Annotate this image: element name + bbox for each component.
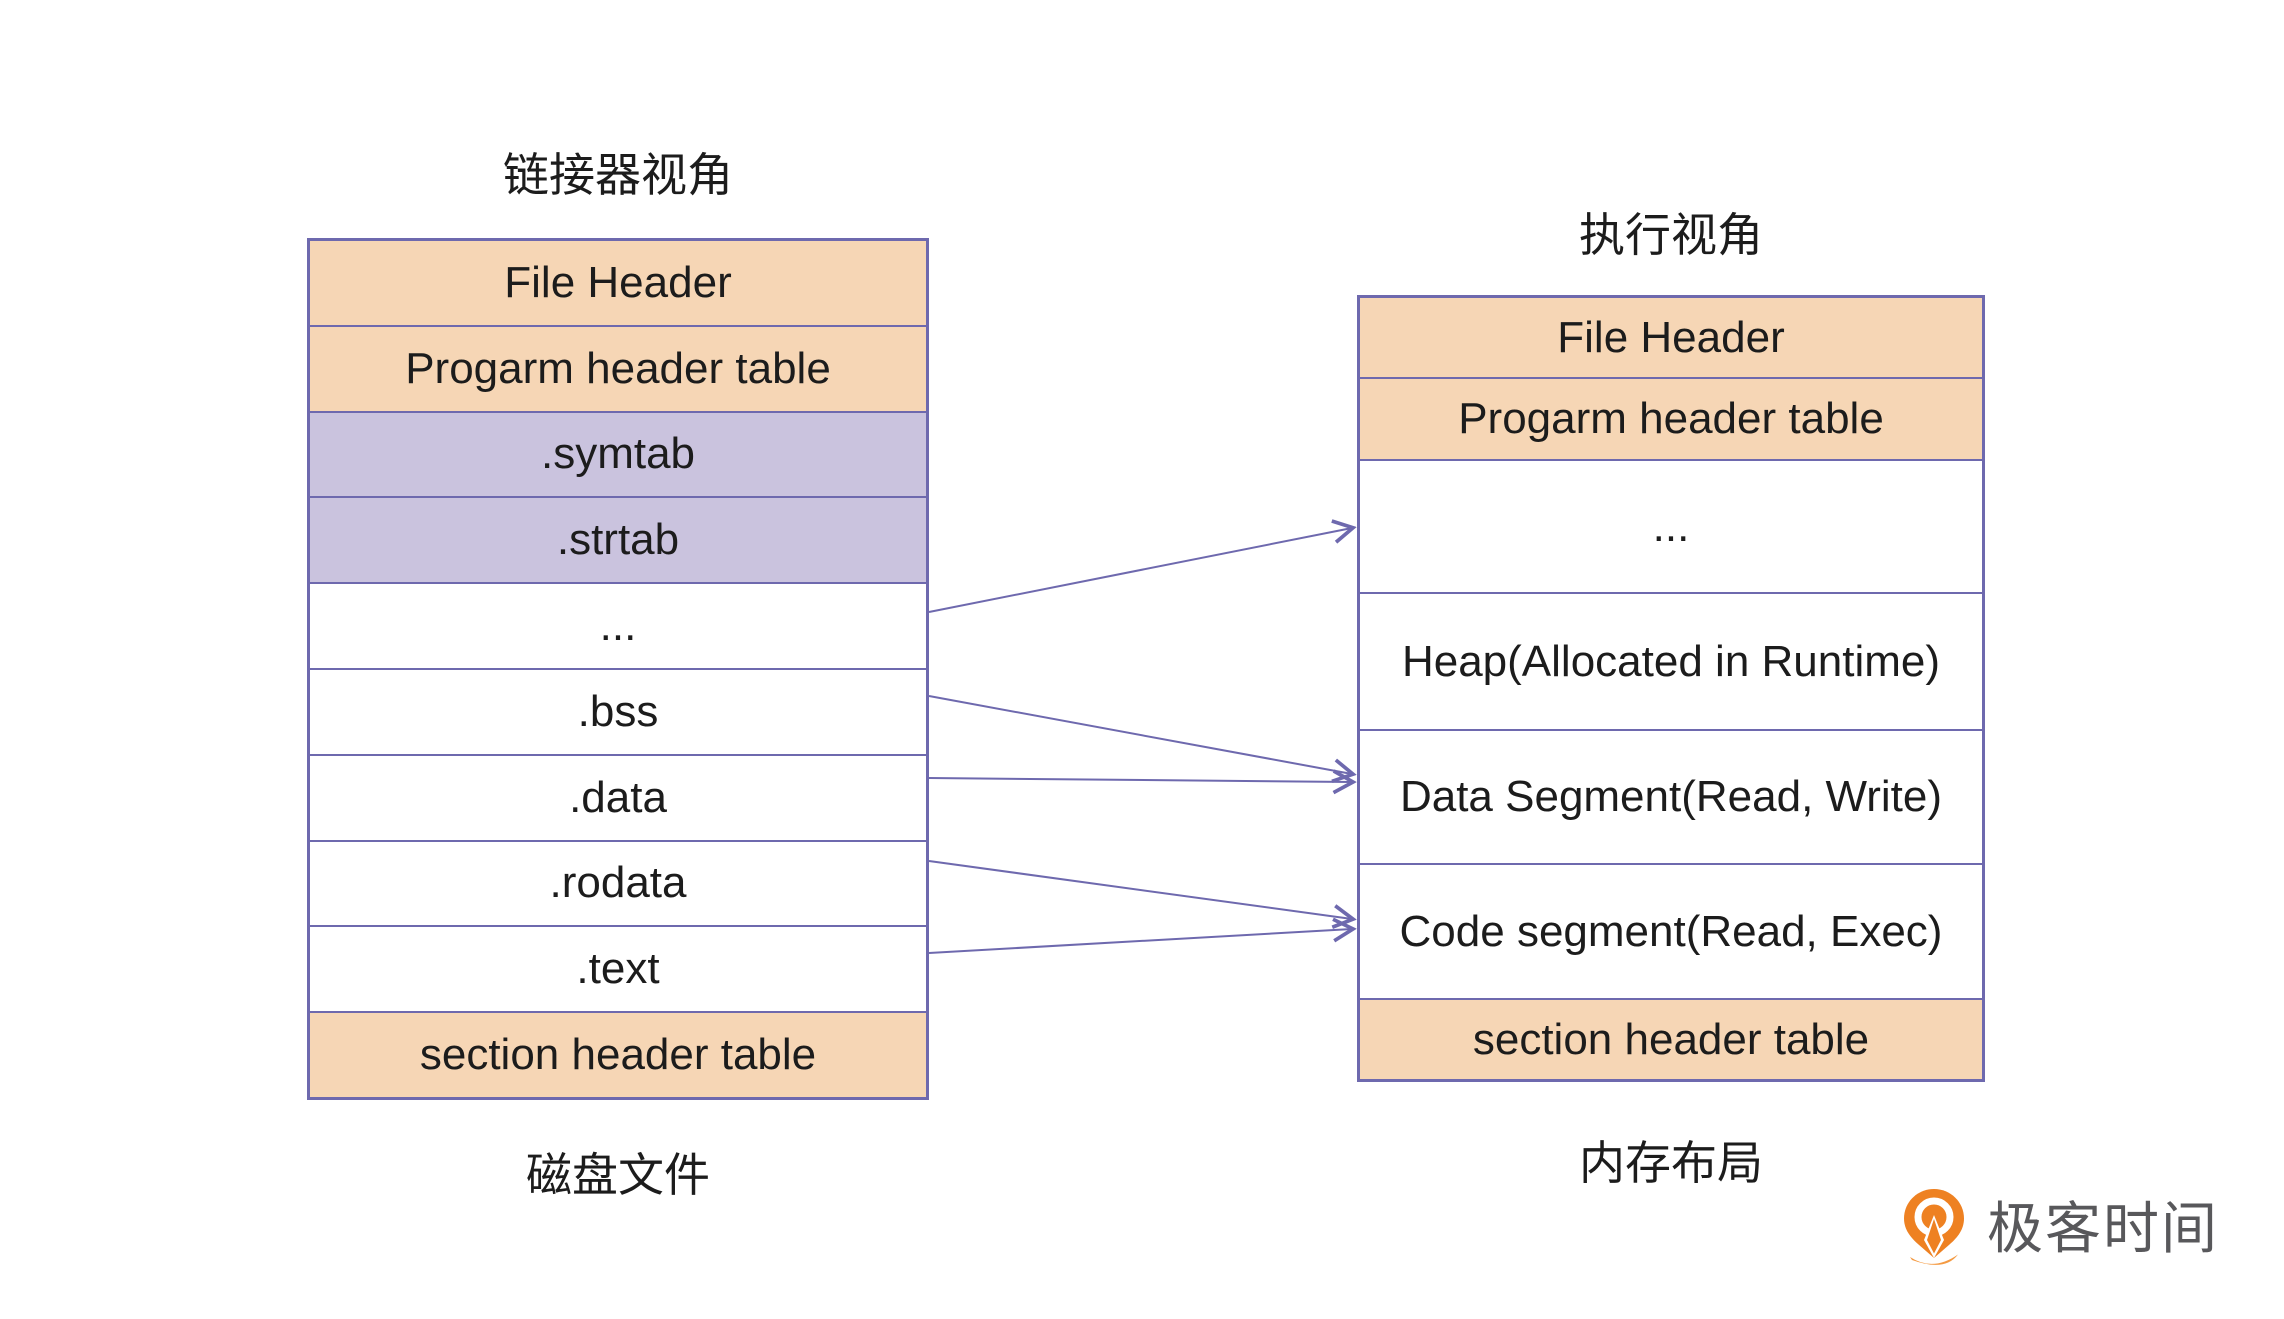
exec-row-file-header: File Header [1360, 298, 1982, 379]
linker-row-text-section: .text [310, 927, 926, 1014]
row-label: Heap(Allocated in Runtime) [1401, 636, 1941, 686]
row-label: section header table [1472, 1014, 1870, 1064]
row-label: ... [599, 601, 637, 651]
execution-view-caption: 内存布局 [1579, 1137, 1763, 1189]
linker-row-section-header-table: section header table [310, 1013, 926, 1097]
linker-view-caption: 磁盘文件 [526, 1149, 710, 1201]
linker-row-symtab: .symtab [310, 412, 926, 499]
geektime-logo-text: 极客时间 [1987, 1197, 2219, 1260]
row-label: Progarm header table [405, 343, 831, 393]
row-label: .data [569, 772, 667, 822]
row-label: File Header [1557, 312, 1785, 362]
arrow-rodata-to-code-segment [928, 860, 1352, 919]
exec-row-code-segment: Code segment(Read, Exec) [1360, 865, 1982, 1000]
row-label: .symtab [540, 429, 696, 479]
linker-row-strtab: .strtab [310, 498, 926, 585]
exec-row-program-header-table: Progarm header table [1360, 379, 1982, 461]
exec-row-ellipsis: ... [1360, 461, 1982, 594]
linker-row-program-header-table: Progarm header table [310, 326, 926, 413]
linker-row-file-header: File Header [310, 241, 926, 327]
row-label: .text [576, 944, 660, 994]
geektime-logo-icon [1904, 1189, 1964, 1265]
linker-view-box: File Header Progarm header table .symtab… [307, 238, 929, 1100]
linker-row-bss: .bss [310, 669, 926, 756]
arrow-data-to-data-segment [928, 778, 1352, 782]
geektime-logo: 极客时间 [1903, 1188, 2219, 1270]
row-label: Data Segment(Read, Write) [1399, 772, 1943, 821]
arrow-bss-to-data-segment [928, 695, 1352, 774]
execution-view-box: File Header Progarm header table ... Hea… [1357, 295, 1985, 1082]
linker-row-data: .data [310, 755, 926, 842]
exec-row-data-segment: Data Segment(Read, Write) [1360, 731, 1982, 865]
row-label: .rodata [549, 858, 687, 908]
execution-view-title: 执行视角 [1579, 209, 1763, 261]
arrow-ellipsis-to-ellipsis [928, 528, 1352, 613]
row-label: .strtab [556, 515, 680, 565]
exec-row-heap: Heap(Allocated in Runtime) [1360, 594, 1982, 731]
row-label: File Header [504, 257, 732, 307]
row-label: ... [1652, 501, 1690, 551]
row-label: section header table [419, 1030, 817, 1080]
row-label: .bss [577, 686, 659, 736]
row-label: Progarm header table [1458, 394, 1884, 443]
exec-row-section-header-table: section header table [1360, 1000, 1982, 1079]
linker-row-rodata: .rodata [310, 841, 926, 928]
row-label: Code segment(Read, Exec) [1399, 906, 1943, 956]
arrow-text-to-code-segment [928, 929, 1352, 954]
linker-row-ellipsis: ... [310, 584, 926, 670]
linker-view-title: 链接器视角 [503, 149, 733, 201]
